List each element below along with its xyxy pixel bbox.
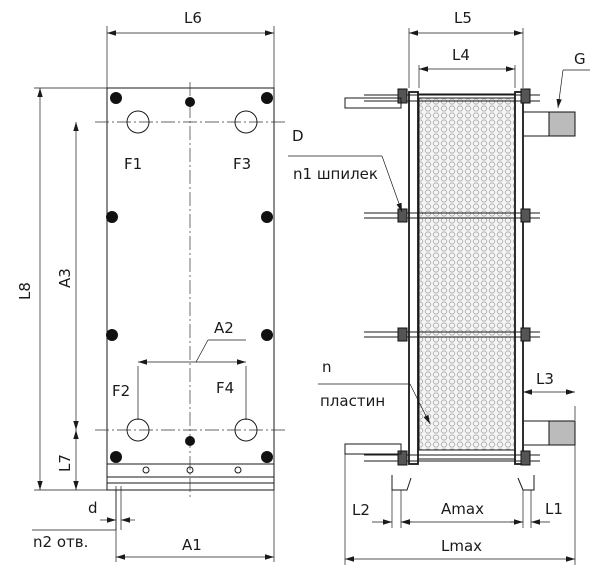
front-bolts: [106, 92, 273, 463]
label-n1-studs: n1 шпилек: [293, 165, 378, 183]
label-d: d: [88, 499, 98, 517]
nut: [520, 450, 531, 466]
nut: [397, 327, 408, 342]
mount-hole: [186, 466, 194, 474]
bolt: [110, 451, 122, 463]
bolt: [261, 211, 273, 223]
nut: [397, 450, 408, 466]
label-plates: пластин: [320, 392, 385, 410]
mount-hole: [234, 466, 242, 474]
label-l5: L5: [454, 9, 472, 27]
foot-left: [391, 475, 412, 491]
label-a1: A1: [182, 536, 202, 554]
bolt: [261, 92, 273, 104]
label-l8: L8: [16, 282, 34, 300]
bolt: [185, 97, 195, 107]
label-l2: L2: [352, 501, 370, 519]
nuts: [397, 88, 531, 466]
label-l6: L6: [184, 9, 202, 27]
label-l1: L1: [545, 500, 563, 518]
pressure-frame-plate: [514, 91, 524, 465]
label-l3: L3: [536, 370, 554, 388]
label-l7: L7: [56, 454, 74, 472]
nozzle-left-top: [344, 97, 402, 109]
front-plate-outline: [106, 87, 275, 491]
nut: [520, 88, 531, 104]
nut: [520, 208, 531, 223]
label-amax: Amax: [441, 500, 484, 518]
bolt: [106, 329, 118, 341]
front-view: L6 L8 A3 L7 F1 F3 F2 F4 A2 d n2 отв.: [16, 9, 286, 562]
label-n-plates-count: n: [322, 358, 332, 376]
label-a2: A2: [214, 319, 234, 337]
nut: [397, 208, 408, 223]
side-view: L5 L4 G D n1 шпилек n пластин L3: [288, 9, 590, 565]
label-f4: F4: [216, 379, 234, 397]
label-d-stud: D: [292, 127, 304, 145]
label-n2-holes: n2 отв.: [33, 533, 88, 551]
bolt: [106, 211, 118, 223]
nut: [520, 327, 531, 342]
fixed-frame-plate: [408, 91, 419, 465]
tie-rods: [364, 94, 540, 462]
label-a3: A3: [56, 268, 74, 288]
label-f3: F3: [233, 155, 251, 173]
plate-pack: [418, 97, 516, 451]
label-f2: F2: [112, 382, 130, 400]
label-lmax: Lmax: [441, 537, 482, 555]
port-f1: [126, 110, 150, 134]
mounting-holes: [142, 466, 242, 474]
label-l4: L4: [452, 46, 470, 64]
nozzle-left-bottom: [344, 443, 402, 455]
bolt: [261, 451, 273, 463]
foot-right: [517, 475, 535, 491]
mount-hole: [142, 466, 150, 474]
nozzle-right-top: [548, 111, 576, 137]
nut: [397, 88, 408, 104]
label-f1: F1: [124, 155, 142, 173]
bolt: [261, 329, 273, 341]
nozzle-right-bottom: [548, 420, 576, 446]
port-f3: [234, 110, 258, 134]
bolt: [110, 92, 122, 104]
bolt: [185, 436, 195, 446]
label-g: G: [574, 50, 586, 68]
